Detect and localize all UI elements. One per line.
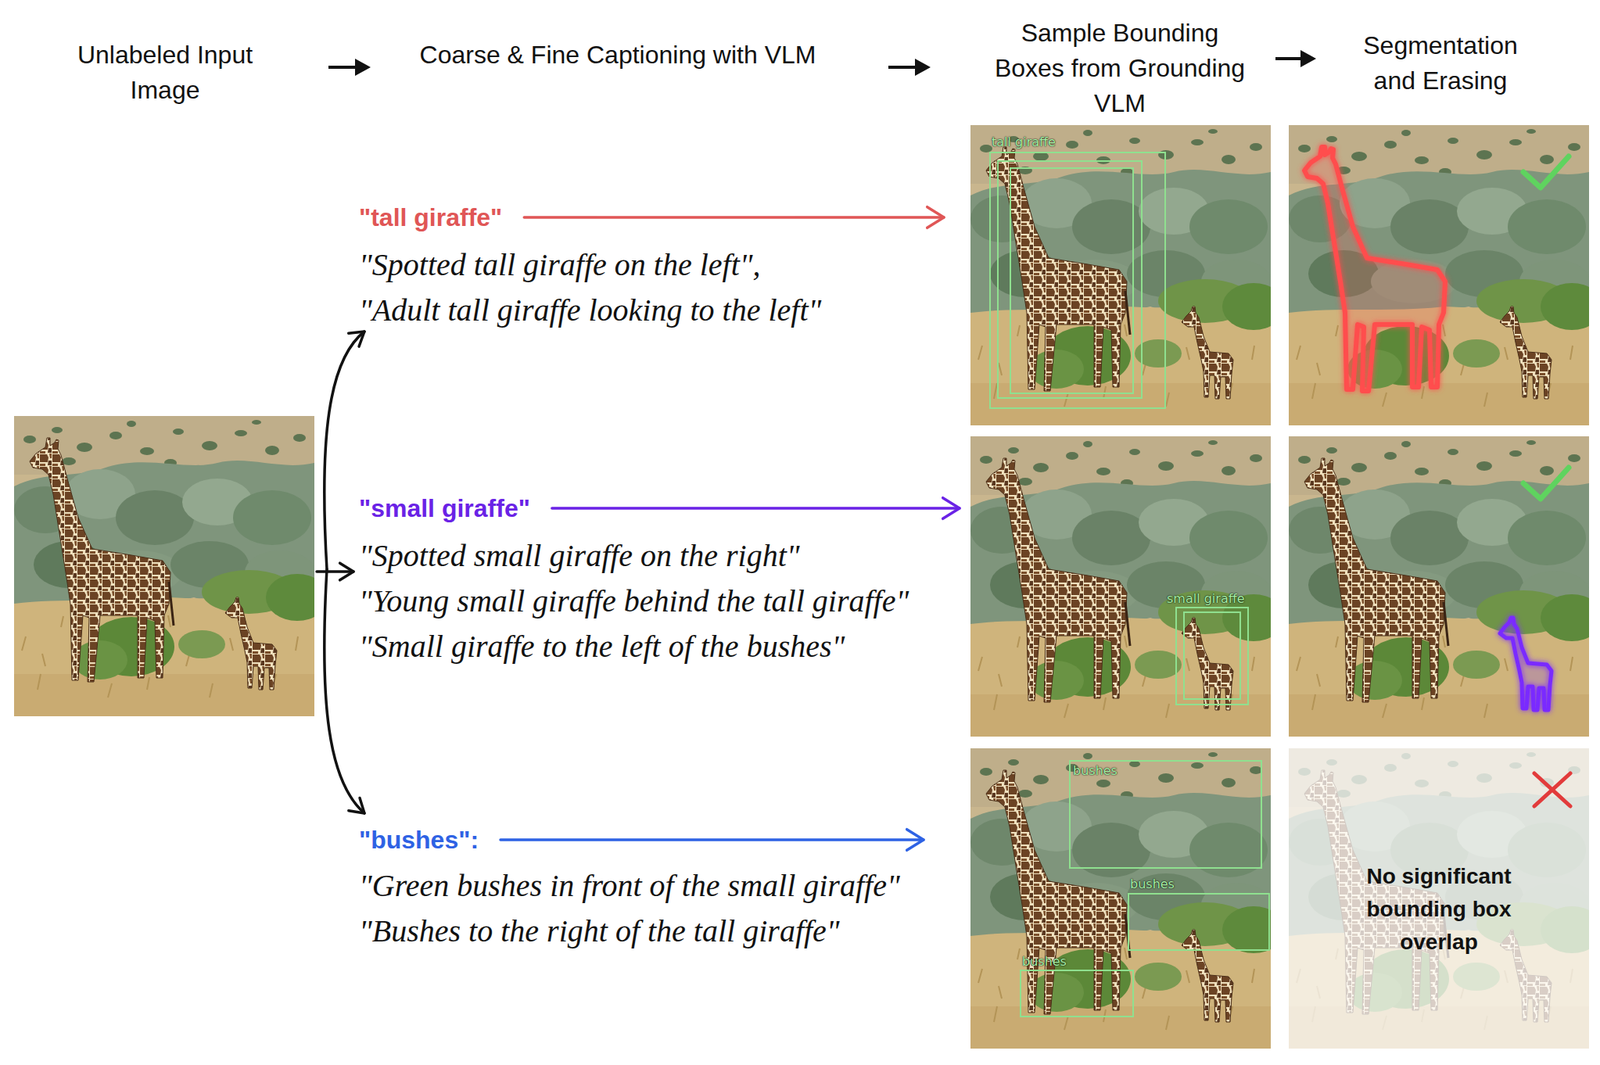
bbox-photo-part — [1020, 760, 1270, 1017]
erased-photo-part — [1499, 306, 1552, 399]
box-label: tall giraffe — [991, 134, 1056, 151]
erased-photo-part — [1523, 467, 1569, 499]
branch-brace-part — [324, 569, 365, 814]
bbox-photo-part-part — [1128, 893, 1270, 951]
box-label: small giraffe — [1166, 591, 1245, 607]
bbox-photo-part — [970, 436, 1271, 737]
step-arrows-part — [888, 65, 917, 69]
bbox-photo-part — [986, 770, 1131, 1015]
caption-keyword: "small giraffe" — [358, 492, 531, 524]
branch-brace-part — [316, 570, 354, 574]
input-photo-part — [225, 597, 277, 690]
erased-photo-part — [1288, 436, 1590, 737]
rejected-photo-part — [1534, 773, 1571, 807]
column-heading: Sample Bounding Boxes from Grounding VLM — [990, 15, 1249, 122]
box-label: bushes — [1022, 954, 1067, 970]
step-arrows-part — [1275, 57, 1303, 61]
erased-photo-part — [1288, 125, 1590, 426]
erased-photo — [1288, 125, 1590, 426]
caption-phrase: "Spotted small giraffe on the right" — [358, 533, 800, 579]
step-arrows-part — [355, 58, 371, 76]
bbox-photo-part-part — [1069, 760, 1262, 869]
caption-arrow — [523, 215, 944, 219]
bbox-photo-part — [1181, 306, 1234, 399]
bbox-photo-part — [986, 458, 1131, 703]
bbox-photo-part-part — [997, 161, 1142, 399]
bbox-photo-part-part — [1183, 612, 1241, 700]
caption-arrow — [552, 506, 960, 510]
column-heading: Segmentation and Erasing — [1346, 28, 1535, 99]
bbox-photo — [970, 748, 1271, 1049]
erased-photo-part — [1523, 156, 1569, 188]
erased-photo-part — [1304, 458, 1449, 703]
caption-phrase: "Spotted tall giraffe on the left", — [358, 242, 761, 288]
rejected-photo-part — [1288, 748, 1590, 1049]
bbox-photo-part-part — [1020, 970, 1134, 1017]
bbox-photo-part — [990, 152, 1166, 409]
bbox-photo-part-part — [990, 152, 1166, 409]
bbox-photo-part — [1176, 607, 1249, 705]
caption-keyword: "tall giraffe" — [358, 201, 503, 234]
overlay-note: No significant bounding box overlap — [1329, 860, 1549, 959]
bbox-photo-part — [970, 125, 1271, 426]
caption-phrase: "Adult tall giraffe looking to the left" — [358, 287, 822, 334]
input-photo — [14, 416, 315, 717]
caption-phrase: "Small giraffe to the left of the bushes… — [358, 624, 845, 670]
bbox-photo-part — [1181, 929, 1234, 1023]
input-photo-part — [14, 416, 315, 717]
box-label: bushes — [1072, 763, 1118, 779]
erased-photo — [1288, 436, 1590, 737]
step-arrows-part — [328, 65, 357, 69]
erased-photo-part — [1499, 617, 1552, 711]
bbox-photo-part-part — [1010, 168, 1134, 394]
box-label: bushes — [1130, 876, 1175, 893]
caption-phrase: "Young small giraffe behind the tall gir… — [358, 578, 909, 625]
erased-photo-part — [1304, 147, 1446, 392]
bbox-photo — [970, 125, 1271, 426]
caption-phrase: "Bushes to the right of the tall giraffe… — [358, 908, 840, 955]
branch-brace — [316, 331, 365, 814]
bbox-photo-part — [970, 748, 1271, 1049]
caption-arrow — [500, 838, 924, 842]
caption-keyword: "bushes": — [358, 824, 479, 856]
rejected-photo-part — [1288, 748, 1590, 1049]
bbox-photo-part-part — [1176, 607, 1249, 705]
rejected-photo — [1288, 748, 1590, 1049]
column-heading: Coarse & Fine Captioning with VLM — [414, 37, 822, 73]
bbox-photo-part — [986, 147, 1131, 392]
step-arrows-part — [914, 58, 931, 76]
step-arrows-part — [1300, 50, 1317, 68]
bbox-photo — [970, 436, 1271, 737]
column-heading: Unlabeled Input Image — [47, 37, 283, 108]
bbox-photo-part — [1181, 617, 1234, 711]
caption-phrase: "Green bushes in front of the small gira… — [358, 863, 901, 909]
input-photo-part — [29, 437, 174, 682]
branch-brace-part — [324, 331, 365, 570]
